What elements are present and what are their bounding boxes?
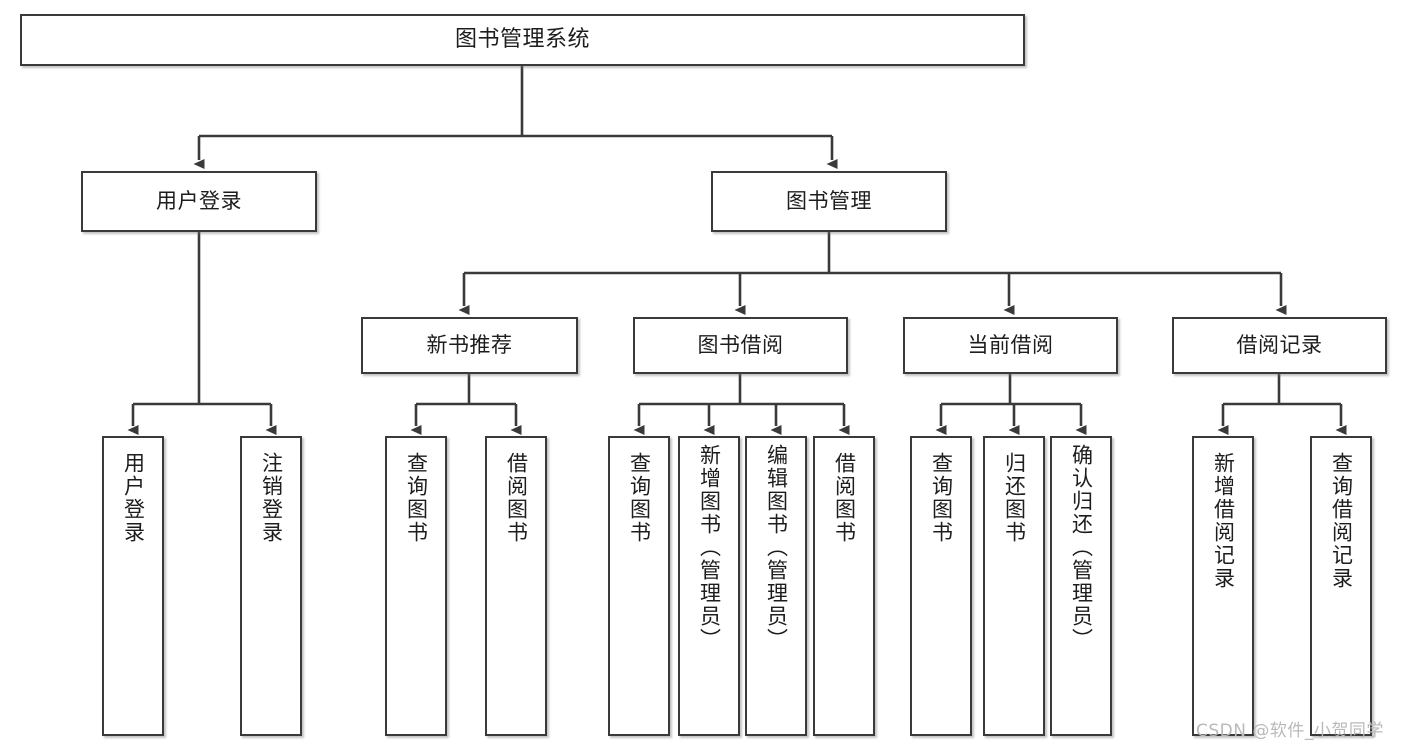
node-label: 确认归还（管理员）	[1069, 444, 1094, 651]
node-label: 编辑图书（管理员）	[764, 444, 789, 651]
leaf-node-borrow-book-1[interactable]: 借阅图书	[485, 436, 547, 736]
leaf-node-query-borrow-record[interactable]: 查询借阅记录	[1310, 436, 1372, 736]
node-label: 用户登录	[156, 189, 242, 214]
node-label: 归还图书	[1002, 452, 1027, 544]
node-label: 查询图书	[627, 452, 652, 544]
node-label: 借阅记录	[1236, 333, 1323, 358]
node-label: 新增借阅记录	[1211, 452, 1236, 590]
node-current-borrow[interactable]: 当前借阅	[903, 317, 1118, 374]
leaf-node-query-book-3[interactable]: 查询图书	[910, 436, 972, 736]
node-book-management-system[interactable]: 图书管理系统	[20, 14, 1025, 66]
leaf-node-query-book-1[interactable]: 查询图书	[385, 436, 447, 736]
node-label: 新书推荐	[426, 333, 513, 358]
leaf-node-logout-login[interactable]: 注销登录	[240, 436, 302, 736]
node-label: 查询借阅记录	[1329, 452, 1354, 590]
node-new-book-recommend[interactable]: 新书推荐	[361, 317, 578, 374]
node-book-borrow[interactable]: 图书借阅	[633, 317, 848, 374]
leaf-node-borrow-book-2[interactable]: 借阅图书	[813, 436, 875, 736]
node-user-login[interactable]: 用户登录	[81, 171, 317, 232]
leaf-node-add-book-admin[interactable]: 新增图书（管理员）	[678, 436, 740, 736]
node-label: 查询图书	[929, 452, 954, 544]
node-borrow-record[interactable]: 借阅记录	[1172, 317, 1387, 374]
node-label: 用户登录	[121, 452, 146, 544]
node-label: 查询图书	[404, 452, 429, 544]
node-label: 当前借阅	[967, 333, 1054, 358]
node-label: 借阅图书	[504, 452, 529, 544]
node-label: 新增图书（管理员）	[697, 444, 722, 651]
node-label: 借阅图书	[832, 452, 857, 544]
leaf-node-return-book[interactable]: 归还图书	[983, 436, 1045, 736]
node-label: 图书管理系统	[454, 27, 590, 53]
node-label: 图书管理	[786, 189, 872, 214]
leaf-node-confirm-return[interactable]: 确认归还（管理员）	[1050, 436, 1112, 736]
leaf-node-add-borrow-record[interactable]: 新增借阅记录	[1192, 436, 1254, 736]
leaf-node-edit-book-admin[interactable]: 编辑图书（管理员）	[745, 436, 807, 736]
leaf-node-user-login[interactable]: 用户登录	[102, 436, 164, 736]
leaf-node-query-book-2[interactable]: 查询图书	[608, 436, 670, 736]
csdn-watermark: CSDN @软件_小贺同学	[1196, 721, 1384, 741]
node-label: 图书借阅	[697, 333, 784, 358]
node-book-management[interactable]: 图书管理	[711, 171, 947, 232]
node-label: 注销登录	[259, 452, 284, 544]
